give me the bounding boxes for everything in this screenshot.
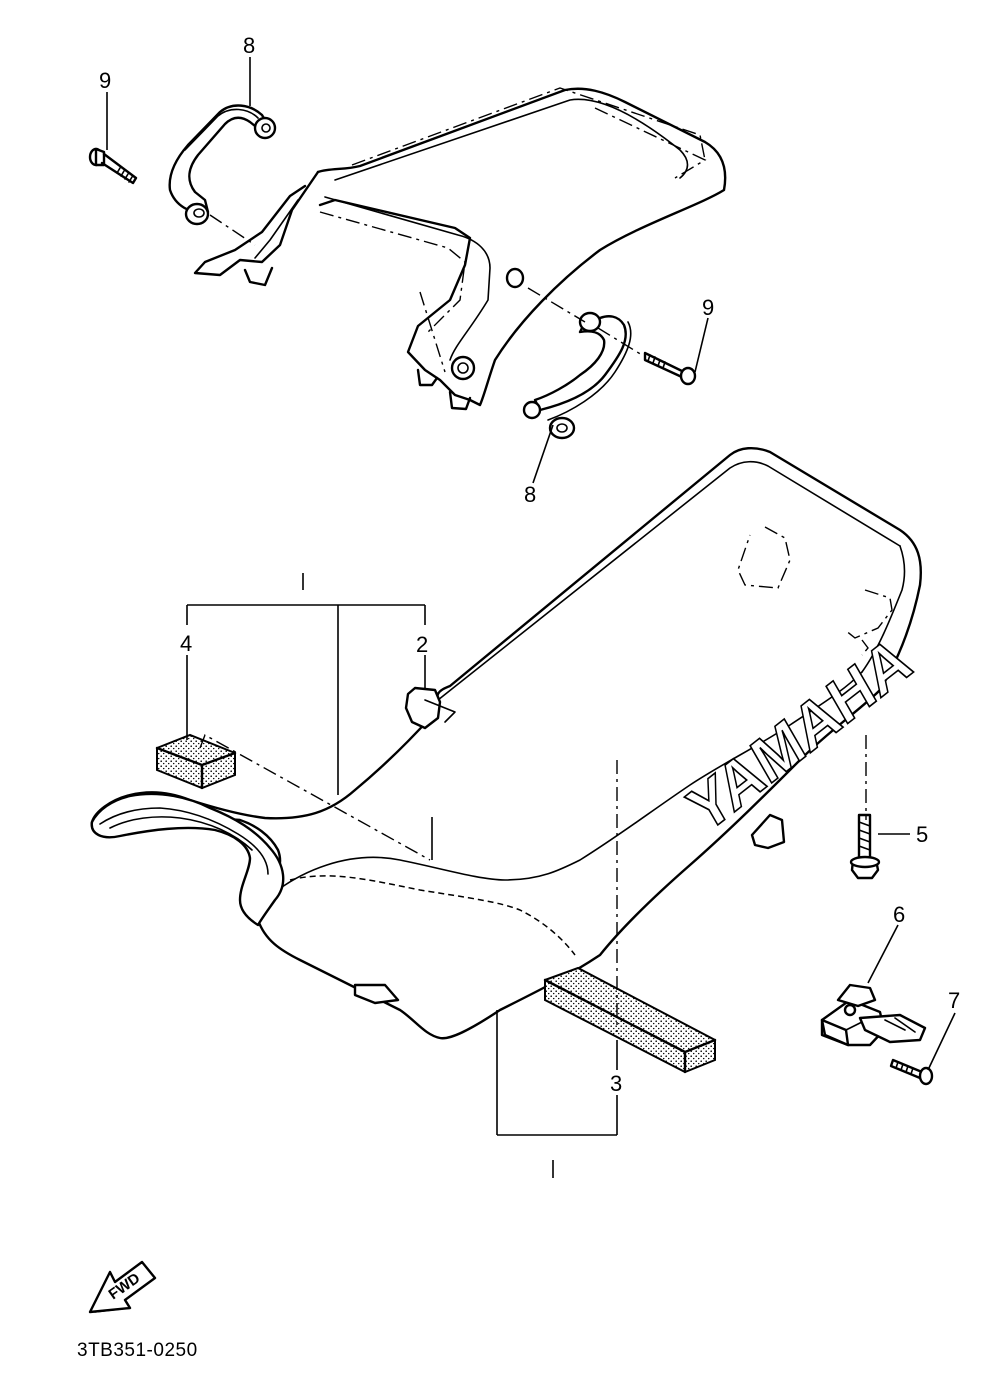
- screw-5: [849, 735, 881, 880]
- bolt-left: [88, 147, 138, 185]
- screw-7: [889, 1058, 934, 1086]
- main-seat: [90, 447, 922, 1040]
- callout-8-top: 8: [243, 33, 255, 58]
- callout-5: 5: [916, 822, 928, 847]
- fwd-arrow-icon: FWD: [88, 1260, 157, 1314]
- rear-seat-cowl: [193, 87, 727, 411]
- callout-9-right: 9: [702, 295, 714, 320]
- foam-strip-long: [543, 760, 717, 1074]
- bolt-right: [597, 327, 697, 386]
- callout-4: 4: [180, 631, 192, 656]
- diagram-code: 3TB351-0250: [77, 1340, 198, 1361]
- callout-2: 2: [416, 632, 428, 657]
- callout-3: 3: [610, 1071, 622, 1096]
- callout-9-left: 9: [99, 68, 111, 93]
- leader-lines: [106, 57, 956, 1178]
- callout-7: 7: [948, 988, 960, 1013]
- callout-8-bottom: 8: [524, 482, 536, 507]
- callout-6: 6: [893, 902, 905, 927]
- foam-block-small: [155, 733, 433, 861]
- grab-bar-right: [522, 287, 632, 440]
- grab-bar-left: [168, 104, 277, 246]
- seat-lock-6: [820, 983, 927, 1047]
